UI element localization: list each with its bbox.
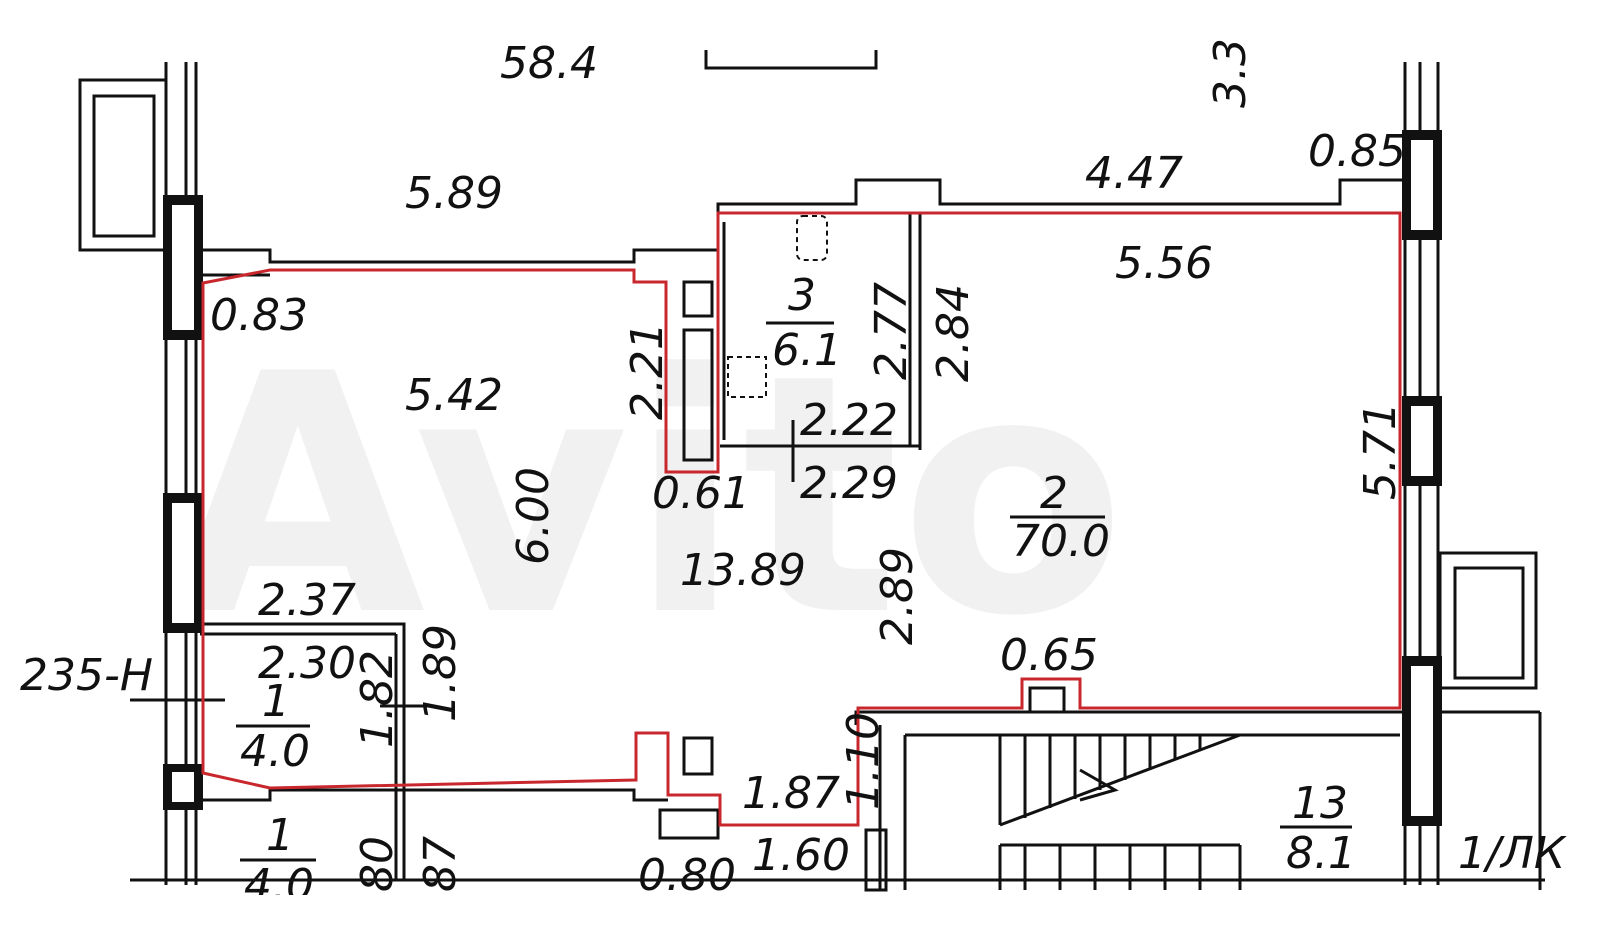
dim-top-cut: 58.4 <box>500 38 598 89</box>
dim-top-right-cut: 3.3 <box>1205 38 1256 108</box>
room-13-area: 8.1 <box>1286 828 1356 879</box>
dim-left-height: 6.00 <box>508 467 559 565</box>
dim-niche-width: 0.65 <box>1000 630 1098 681</box>
dim-bottom-left-small: 0.80 <box>638 850 736 901</box>
dim-left-notch: 0.83 <box>210 290 308 341</box>
dim-center-height: 2.89 <box>872 547 923 645</box>
dim-closet-top: 2.37 <box>258 575 356 626</box>
apartment-outline <box>201 211 1402 827</box>
plumbing-fixtures <box>727 215 828 398</box>
dim-left-room-width: 5.42 <box>405 370 503 421</box>
room-1b-number: 1 <box>266 810 294 861</box>
dim-right-edge-small: 0.85 <box>1308 126 1406 177</box>
dim-bottom-cut-a: 80 <box>352 836 403 892</box>
room-1-number: 1 <box>262 676 290 727</box>
dim-column-bottom: 0.61 <box>652 468 750 519</box>
dim-bath-width-a: 2.22 <box>800 395 898 446</box>
dim-closet-height-a: 1.82 <box>352 650 403 748</box>
dim-right-top-width: 4.47 <box>1085 148 1183 199</box>
code-right: 1/ЛК <box>1458 828 1567 879</box>
dim-right-height: 5.71 <box>1355 402 1406 500</box>
room-3-area: 6.1 <box>772 325 842 376</box>
room-1-area: 4.0 <box>240 726 310 777</box>
dim-entry-width-a: 1.87 <box>742 768 840 819</box>
dim-inner-height-a: 2.77 <box>866 282 917 380</box>
dim-closet-inner: 2.30 <box>258 638 356 689</box>
dim-inner-height-b: 2.84 <box>928 284 979 382</box>
room-2-number: 2 <box>1040 468 1068 519</box>
room-2-area: 70.0 <box>1012 516 1110 567</box>
dim-column-side: 2.21 <box>622 322 673 420</box>
room-13-number: 13 <box>1292 778 1348 829</box>
dim-entry-height: 1.10 <box>838 712 889 810</box>
dim-left-top-width: 5.89 <box>405 168 503 219</box>
room-3-number: 3 <box>788 270 816 321</box>
dim-entry-width-b: 1.60 <box>752 830 850 881</box>
dim-overall-width: 13.89 <box>680 545 806 596</box>
code-left: 235-H <box>20 650 153 701</box>
dim-bath-width-b: 2.29 <box>800 458 898 509</box>
dim-right-room-width: 5.56 <box>1115 238 1213 289</box>
dim-bottom-cut-b: 87 <box>415 836 466 892</box>
